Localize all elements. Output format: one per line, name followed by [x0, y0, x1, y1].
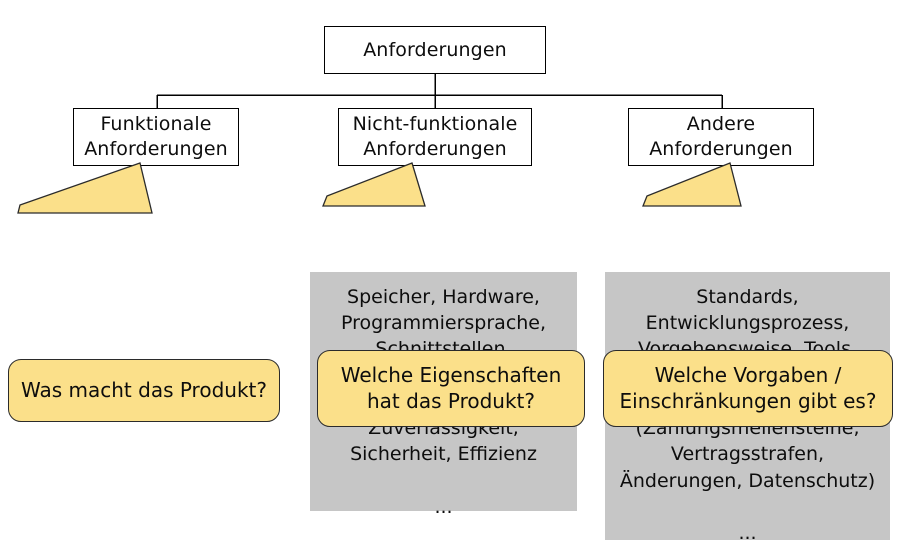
callout-tail-andere	[642, 162, 742, 207]
callout-nicht-funktionale-text: Welche Eigenschaften hat das Produkt?	[317, 350, 585, 427]
callout-tail-funktionale	[17, 162, 153, 214]
callout-funktionale-text: Was macht das Produkt?	[8, 359, 280, 422]
callout-funktionale-anforderungen[interactable]: Was macht das Produkt?	[0, 160, 300, 422]
callout-andere-text: Welche Vorgaben / Einschränkungen gibt e…	[603, 350, 893, 427]
node-funktionale-anforderungen[interactable]: Funktionale Anforderungen	[73, 108, 239, 166]
node-nicht-funktionale-anforderungen[interactable]: Nicht-funktionale Anforderungen	[338, 108, 532, 166]
callout-nicht-funktionale-anforderungen[interactable]: Welche Eigenschaften hat das Produkt?	[305, 160, 595, 427]
node-anforderungen[interactable]: Anforderungen	[324, 26, 546, 74]
callout-andere-anforderungen[interactable]: Welche Vorgaben / Einschränkungen gibt e…	[595, 160, 898, 427]
callout-tail-nicht-funktionale	[322, 162, 426, 207]
node-andere-anforderungen[interactable]: Andere Anforderungen	[628, 108, 814, 166]
